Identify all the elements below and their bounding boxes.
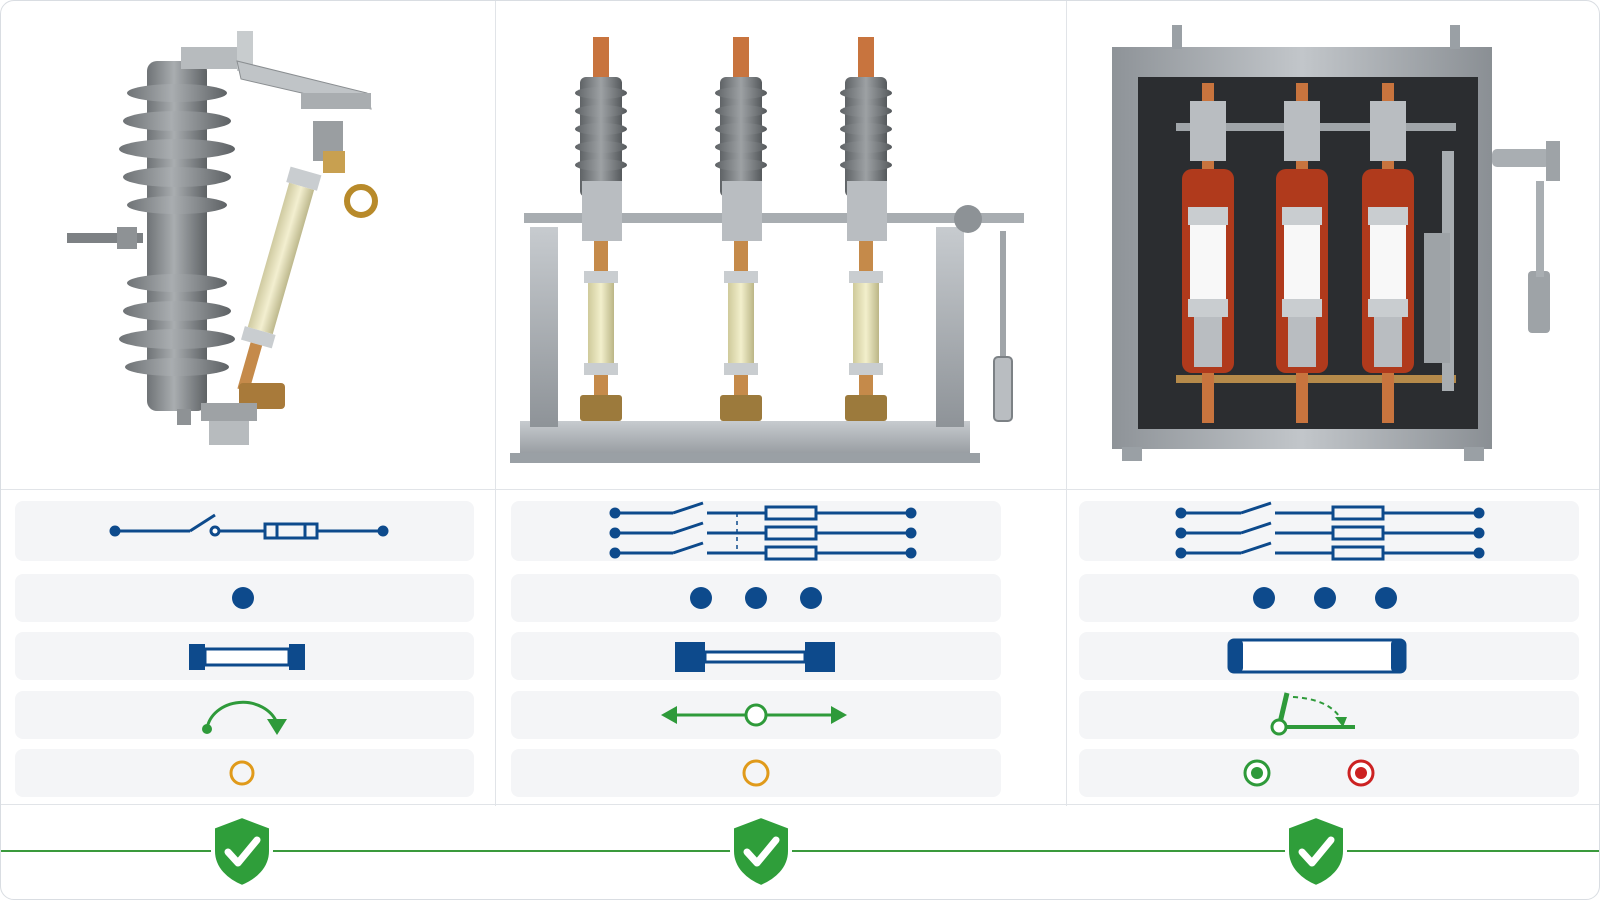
fuse-type-row (1079, 632, 1579, 680)
three-pole-dots-icon (1253, 587, 1397, 609)
column-divider (1066, 1, 1067, 806)
shield-check-icon (209, 813, 275, 894)
poles-row (511, 574, 1001, 622)
single-pole-dot-icon (232, 587, 254, 609)
single-pole-switch-fuse-symbol (109, 513, 389, 540)
fuse-type-row (511, 632, 1001, 680)
footer-divider (1, 804, 1599, 805)
on-off-indicators (1243, 759, 1375, 787)
photo-row-divider (1, 489, 1599, 490)
operation-row (1079, 691, 1579, 739)
red-off-indicator (1347, 759, 1375, 787)
indicator-row (1079, 749, 1579, 797)
curved-arrow-icon (202, 700, 287, 735)
three-pole-open-frame-fuse-switch-photo (496, 1, 1066, 489)
three-pole-dots-icon (690, 587, 822, 609)
schematic-row (15, 501, 474, 561)
indicator-row (511, 749, 1001, 797)
three-pole-ganged-switch-fuse-symbol (609, 501, 917, 561)
orange-ring-indicator (229, 760, 255, 786)
heavy-end-cap-fuse-icon (675, 642, 835, 672)
end-cap-fuse-icon (189, 644, 305, 670)
shield-check-icon (1283, 813, 1349, 894)
double-arrow-slider-icon (661, 703, 847, 727)
operation-row (15, 691, 474, 739)
lever-handle-icon (1270, 692, 1355, 736)
poles-row (15, 574, 474, 622)
orange-ring-indicator (742, 759, 770, 787)
schematic-row (511, 501, 1001, 561)
operation-row (511, 691, 1001, 739)
footer-line (1, 850, 1599, 852)
enclosed-three-pole-fuse-switch-cabinet-photo (1066, 1, 1599, 489)
green-on-indicator (1243, 759, 1271, 787)
indicator-row (15, 749, 474, 797)
poles-row (1079, 574, 1579, 622)
cartridge-fuse-icon (1227, 638, 1407, 674)
shield-check-icon (728, 813, 794, 894)
column-divider (495, 1, 496, 806)
three-pole-switch-fuse-symbol (1175, 501, 1485, 561)
schematic-row (1079, 501, 1579, 561)
fuse-type-row (15, 632, 474, 680)
single-pole-fuse-cutout-photo (1, 1, 496, 489)
